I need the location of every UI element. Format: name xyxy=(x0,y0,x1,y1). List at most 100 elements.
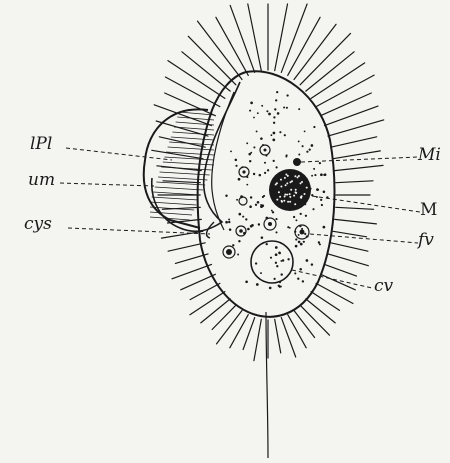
granule xyxy=(266,110,268,112)
macronucleus-grain xyxy=(281,200,283,202)
cilium xyxy=(336,207,374,209)
granule xyxy=(256,283,259,286)
granule xyxy=(279,131,281,133)
granule xyxy=(282,259,284,261)
cilium xyxy=(328,120,384,136)
macronucleus-grain xyxy=(291,180,293,182)
granule xyxy=(311,144,314,147)
micronucleus xyxy=(293,158,301,166)
cilium xyxy=(325,106,379,126)
granule xyxy=(305,215,307,217)
label-cys: cys xyxy=(24,214,52,234)
granule xyxy=(313,168,315,170)
cilium xyxy=(316,75,374,107)
granule xyxy=(249,110,251,112)
granule xyxy=(255,262,257,264)
hatch-line xyxy=(160,172,210,175)
granule xyxy=(271,210,273,212)
hatch-line xyxy=(172,132,214,135)
granule xyxy=(262,196,264,198)
cilium xyxy=(331,243,368,251)
hatch-line xyxy=(168,147,214,150)
macronucleus-grain xyxy=(294,203,296,205)
granule xyxy=(272,139,275,142)
food-vacuole xyxy=(239,197,247,205)
granule xyxy=(242,216,244,218)
granule xyxy=(287,258,289,260)
macronucleus-grain xyxy=(283,200,285,202)
granule xyxy=(264,172,266,174)
granule xyxy=(257,201,260,204)
granule xyxy=(245,280,248,283)
cell-body-outline xyxy=(198,71,335,317)
granule xyxy=(253,173,255,175)
granule xyxy=(261,105,263,107)
macronucleus-grain xyxy=(290,189,292,191)
granule xyxy=(250,225,253,228)
macronucleus-grain xyxy=(289,196,291,198)
cilium xyxy=(168,243,205,251)
cilium xyxy=(181,274,216,290)
hatch-line xyxy=(152,197,199,200)
granule xyxy=(253,146,255,148)
granule xyxy=(276,265,278,267)
macronucleus-grain xyxy=(287,201,289,203)
label-m: M xyxy=(420,200,437,220)
granule xyxy=(225,194,227,196)
label-mi: Mi xyxy=(418,145,441,165)
cilium xyxy=(321,274,356,290)
granule xyxy=(228,219,230,221)
granule xyxy=(323,191,326,194)
macronucleus-grain xyxy=(278,191,280,193)
granule xyxy=(245,218,247,220)
granule xyxy=(300,213,302,215)
granule xyxy=(259,174,262,177)
granule xyxy=(238,178,241,181)
granule xyxy=(269,287,272,290)
hatch-line xyxy=(150,212,192,215)
macronucleus-grain xyxy=(280,186,282,188)
cilium xyxy=(188,36,236,85)
cilium xyxy=(201,299,230,323)
label-fv: fv xyxy=(418,230,434,250)
granule xyxy=(316,196,318,198)
granule xyxy=(238,240,240,242)
cilium xyxy=(217,311,243,344)
granule xyxy=(302,280,304,282)
macronucleus-grain xyxy=(295,191,297,193)
granule xyxy=(323,174,325,176)
hatch-line xyxy=(150,202,196,205)
granule xyxy=(323,226,326,229)
granule xyxy=(236,199,238,201)
granule xyxy=(275,218,277,220)
granule xyxy=(279,252,281,254)
granule xyxy=(266,243,268,245)
oral-groove xyxy=(212,92,234,230)
granule xyxy=(270,134,272,136)
cilia xyxy=(152,4,384,361)
granule xyxy=(274,108,276,110)
cilium xyxy=(281,318,295,357)
granule xyxy=(257,112,259,114)
granule xyxy=(293,216,295,218)
cilium xyxy=(294,311,315,338)
granule xyxy=(258,223,260,225)
granule xyxy=(313,126,315,128)
granule xyxy=(300,243,303,246)
macronucleus-grain xyxy=(295,189,297,191)
macronucleus-grain xyxy=(300,182,302,184)
contractile-vacuole xyxy=(251,241,293,283)
macronucleus-grain xyxy=(284,196,286,198)
macronucleus-grain xyxy=(294,175,296,177)
granule xyxy=(298,241,301,244)
granule xyxy=(261,236,264,239)
cilium xyxy=(165,77,220,107)
macronucleus-grain xyxy=(280,179,282,181)
hatch-line xyxy=(155,187,203,190)
granule xyxy=(275,231,277,233)
granule xyxy=(264,162,266,164)
granule xyxy=(298,108,300,110)
granule xyxy=(260,272,262,274)
granule xyxy=(253,117,255,119)
